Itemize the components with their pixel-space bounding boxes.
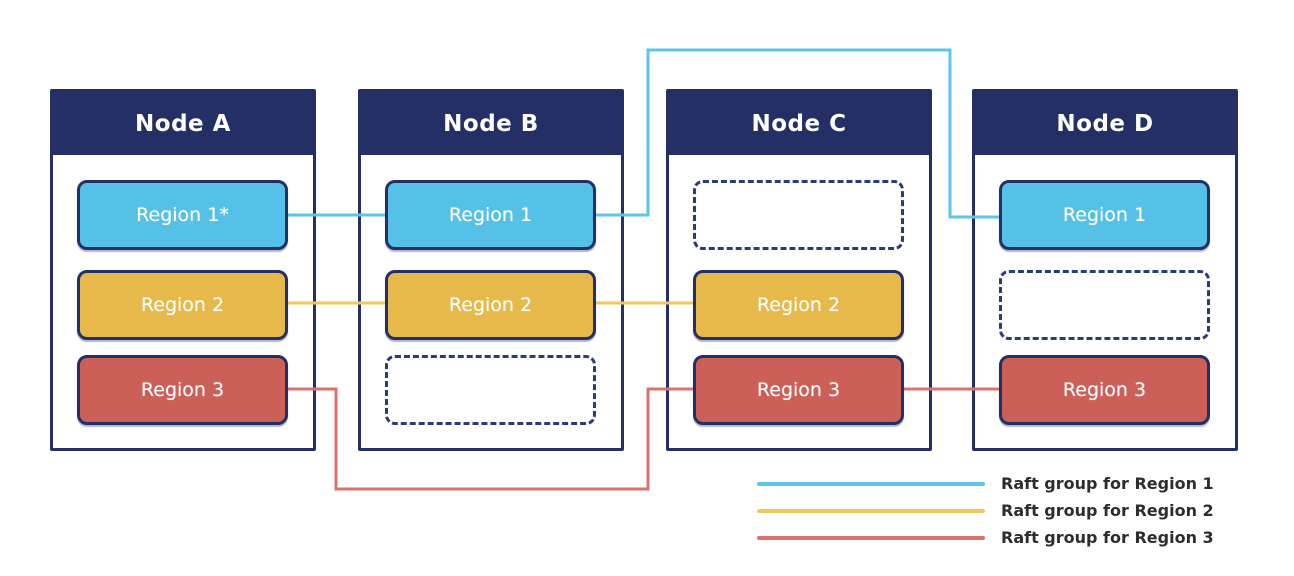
node-b-region-1-label: Region 1 bbox=[448, 204, 533, 226]
legend-row-region-3: Raft group for Region 3 bbox=[757, 524, 1214, 551]
legend-label-region-2: Raft group for Region 2 bbox=[1001, 500, 1214, 520]
node-b-title: Node B bbox=[443, 110, 539, 137]
node-d-region-1-label: Region 1 bbox=[1062, 204, 1147, 226]
node-a-region-1-label: Region 1* bbox=[136, 204, 229, 226]
legend: Raft group for Region 1 Raft group for R… bbox=[757, 470, 1214, 551]
legend-label-region-1: Raft group for Region 1 bbox=[1001, 473, 1214, 493]
node-c-title: Node C bbox=[751, 110, 847, 137]
node-a-box: Node A Region 1* Region 2 Region 3 bbox=[50, 89, 316, 451]
node-a-region-1-box: Region 1* bbox=[77, 180, 288, 250]
node-a-region-3-label: Region 3 bbox=[140, 379, 225, 401]
node-b-region-2-label: Region 2 bbox=[448, 294, 533, 316]
legend-row-region-2: Raft group for Region 2 bbox=[757, 497, 1214, 524]
node-a-region-2-label: Region 2 bbox=[140, 294, 225, 316]
node-a-header: Node A bbox=[53, 92, 313, 155]
node-c-empty-slot bbox=[693, 180, 904, 250]
legend-row-region-1: Raft group for Region 1 bbox=[757, 470, 1214, 497]
node-b-region-2-box: Region 2 bbox=[385, 270, 596, 340]
node-d-box: Node D Region 1 Region 3 bbox=[972, 89, 1238, 451]
node-d-header: Node D bbox=[975, 92, 1235, 155]
node-c-region-3-box: Region 3 bbox=[693, 355, 904, 425]
node-d-region-3-label: Region 3 bbox=[1062, 379, 1147, 401]
node-c-region-3-label: Region 3 bbox=[756, 379, 841, 401]
legend-label-region-3: Raft group for Region 3 bbox=[1001, 527, 1214, 547]
node-a-title: Node A bbox=[135, 110, 231, 137]
node-c-region-2-label: Region 2 bbox=[756, 294, 841, 316]
legend-line-region-3 bbox=[757, 535, 985, 540]
node-d-region-3-box: Region 3 bbox=[999, 355, 1210, 425]
node-d-region-1-box: Region 1 bbox=[999, 180, 1210, 250]
node-d-title: Node D bbox=[1056, 110, 1154, 137]
node-c-box: Node C Region 2 Region 3 bbox=[666, 89, 932, 451]
legend-line-region-1 bbox=[757, 481, 985, 486]
node-b-region-1-box: Region 1 bbox=[385, 180, 596, 250]
node-b-header: Node B bbox=[361, 92, 621, 155]
node-d-empty-slot bbox=[999, 270, 1210, 340]
node-a-region-3-box: Region 3 bbox=[77, 355, 288, 425]
legend-line-region-2 bbox=[757, 508, 985, 513]
node-b-empty-slot bbox=[385, 355, 596, 425]
node-c-header: Node C bbox=[669, 92, 929, 155]
node-c-region-2-box: Region 2 bbox=[693, 270, 904, 340]
node-b-box: Node B Region 1 Region 2 bbox=[358, 89, 624, 451]
node-a-region-2-box: Region 2 bbox=[77, 270, 288, 340]
